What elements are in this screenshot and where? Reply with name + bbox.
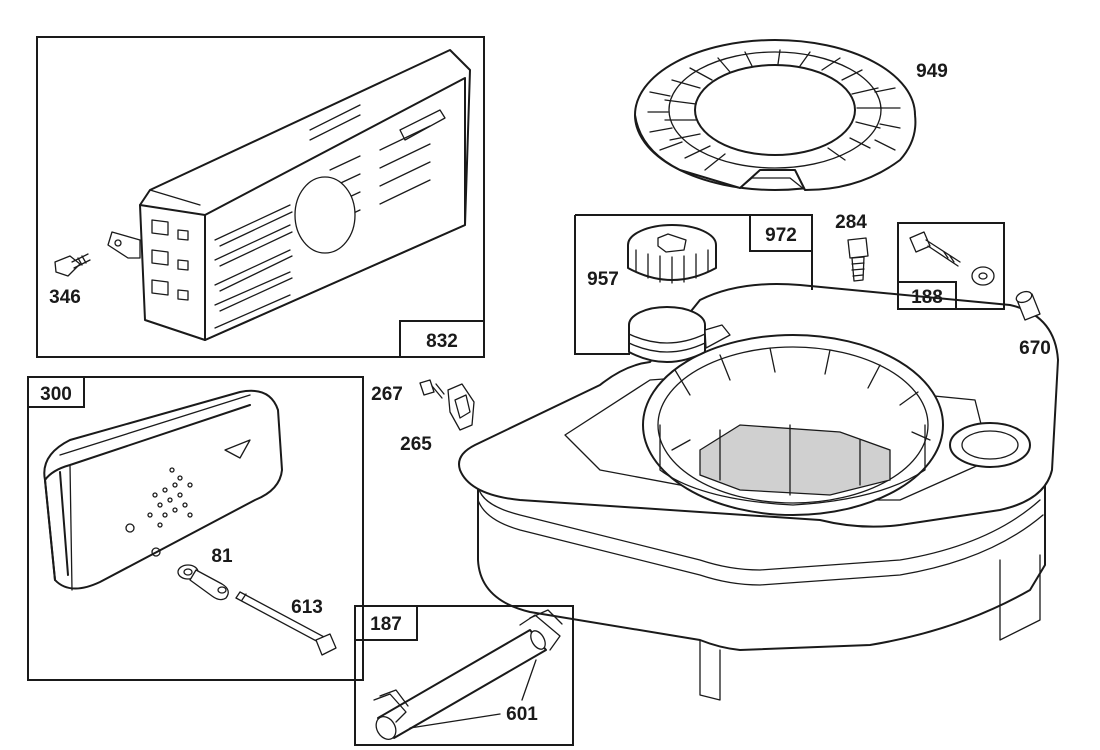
clip-265: [447, 383, 475, 431]
screw-346: [54, 253, 91, 277]
label-188: 188: [911, 287, 943, 308]
spacer-670: [1015, 290, 1041, 321]
leader-601: [409, 659, 537, 729]
muffler-guard: [107, 49, 471, 341]
label-957: 957: [587, 269, 619, 290]
label-601: 601: [506, 704, 538, 725]
box-972-tag: [749, 214, 813, 252]
box-187: [354, 605, 574, 746]
label-832: 832: [426, 331, 458, 352]
label-265: 265: [400, 434, 432, 455]
label-284: 284: [835, 212, 867, 233]
muffler: [43, 389, 283, 591]
label-972: 972: [765, 225, 797, 246]
label-346: 346: [49, 287, 81, 308]
label-81: 81: [211, 546, 233, 567]
screw-267: [419, 379, 445, 399]
gasket-81: [177, 564, 229, 601]
rotating-screen: [634, 39, 917, 191]
fuel-cap: [627, 224, 717, 284]
label-267: 267: [371, 384, 403, 405]
fuel-line: [373, 609, 563, 740]
fuel-tank: [458, 283, 1059, 701]
label-949: 949: [916, 61, 948, 82]
fitting-284: [847, 237, 869, 282]
box-832: [36, 36, 485, 358]
label-613: 613: [291, 597, 323, 618]
stud-613: [235, 591, 337, 656]
label-670: 670: [1019, 338, 1051, 359]
box-300: [27, 376, 364, 681]
muffler-vent-holes: [147, 467, 193, 528]
box-187-tag: [354, 605, 418, 641]
box-832-tag: [399, 320, 485, 358]
label-187: 187: [370, 614, 402, 635]
box-300-tag: [27, 376, 85, 408]
label-300: 300: [40, 384, 72, 405]
box-188-tag: [897, 281, 957, 310]
bolt-188: [909, 231, 995, 286]
